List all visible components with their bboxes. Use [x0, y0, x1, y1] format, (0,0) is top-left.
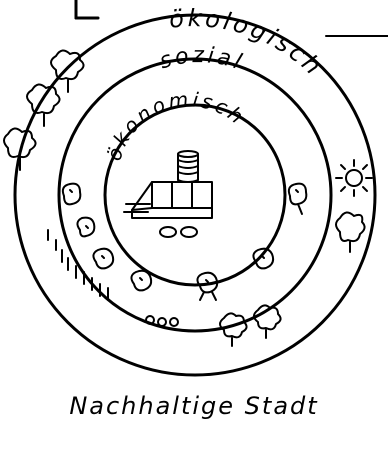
- tree-icon: [51, 50, 84, 92]
- inner-ring-label: ökonomisch: [102, 87, 251, 164]
- person-icon: [77, 218, 94, 237]
- person-icon: [93, 249, 113, 269]
- person-icon: [131, 271, 151, 291]
- middle-ring-label: sozial: [157, 43, 248, 76]
- coin-stack-icon: [178, 151, 198, 182]
- person-icon: [289, 184, 306, 214]
- coin-icon: [160, 227, 197, 237]
- sun-icon: [336, 160, 372, 196]
- diagram-caption: Nachhaltige Stadt: [0, 392, 388, 420]
- coin-icon: [146, 316, 178, 326]
- person-icon: [63, 184, 80, 205]
- tree-icon: [336, 212, 365, 252]
- banknote-stack-icon: [124, 182, 212, 218]
- tree-icon: [220, 313, 247, 346]
- person-icon: [197, 273, 217, 300]
